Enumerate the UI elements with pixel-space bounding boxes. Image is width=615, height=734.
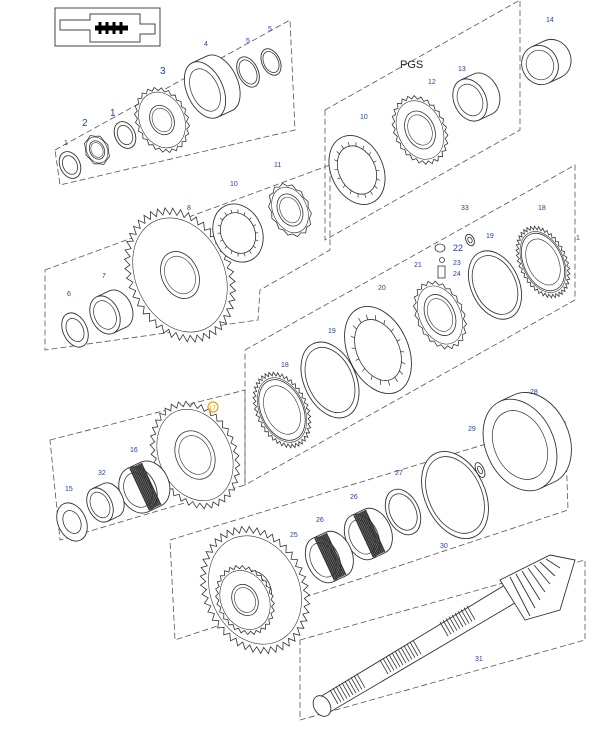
callout-12[interactable]: 12	[428, 79, 436, 86]
bushing-part-14	[521, 38, 572, 86]
callout-30[interactable]: 30	[440, 543, 448, 550]
callout-1[interactable]: 1	[64, 140, 68, 147]
callout-26[interactable]: 26	[316, 517, 324, 524]
callout-23[interactable]: 23	[453, 260, 461, 267]
ring-part-19b	[300, 341, 360, 419]
callout-18[interactable]: 18	[281, 362, 289, 369]
callout-27[interactable]: 27	[395, 470, 403, 477]
shim-part-5	[236, 56, 260, 88]
callout-20[interactable]: 20	[378, 285, 386, 292]
callout-18[interactable]: 18	[538, 205, 546, 212]
callout-17-highlight[interactable]: 17	[207, 401, 219, 413]
retaining-ring-part-1	[58, 151, 82, 179]
callout-7[interactable]: 7	[102, 273, 106, 280]
callout-29[interactable]: 29	[468, 426, 476, 433]
needle-bearing-part-26	[343, 507, 393, 561]
snap-ring-part-1	[113, 121, 137, 149]
gear-part-12	[391, 94, 449, 166]
callout-26[interactable]: 26	[350, 494, 358, 501]
callout-28[interactable]: 28	[530, 389, 538, 396]
snap-ring-part-30	[421, 450, 489, 540]
callout-8[interactable]: 8	[187, 205, 191, 212]
callout-25[interactable]: 25	[290, 532, 298, 539]
ring-part-19	[468, 250, 522, 320]
callout-33[interactable]: 33	[461, 205, 469, 212]
callout-3[interactable]: 3	[160, 66, 166, 77]
callout-16[interactable]: 16	[130, 447, 138, 454]
callout-4[interactable]: 4	[204, 41, 208, 48]
gear-part-3	[133, 86, 191, 154]
callout-17: 17	[209, 406, 216, 412]
callout-14[interactable]: 14	[546, 17, 554, 24]
bearing-part-13	[452, 72, 501, 122]
roller-bearing-part-28	[482, 391, 572, 492]
sync-body-part-10	[212, 203, 264, 263]
shim-part-5b	[260, 48, 282, 76]
synchro-ring-part-18b	[252, 371, 312, 449]
locator-thumbnail-icon[interactable]	[54, 7, 161, 47]
callout-15[interactable]: 15	[65, 486, 73, 493]
callout-11[interactable]: 11	[274, 162, 281, 169]
callout-10[interactable]: 10	[360, 114, 368, 121]
callout-5[interactable]: 5	[246, 38, 250, 45]
group-label-pgs: PGS	[400, 59, 423, 71]
callout-13[interactable]: 13	[458, 66, 466, 73]
callout-1[interactable]: 1	[576, 235, 580, 242]
bushing-part-32	[86, 482, 125, 523]
synchro-hub-part-21	[412, 280, 468, 350]
bushing-part-7	[89, 289, 134, 335]
callout-32[interactable]: 32	[98, 470, 106, 477]
callout-19[interactable]: 19	[486, 233, 494, 240]
callout-10[interactable]: 10	[230, 181, 238, 188]
thrust-washer-part-6	[61, 312, 89, 348]
ball-part-23	[439, 257, 445, 263]
callout-22[interactable]: 22	[453, 243, 463, 253]
coupling-part-11	[268, 182, 312, 238]
spring-part-24	[437, 265, 446, 279]
callout-31[interactable]: 31	[475, 656, 483, 663]
callout-5[interactable]: 5	[268, 26, 272, 33]
parts-layer	[56, 38, 576, 717]
shim-part-27	[384, 488, 422, 536]
thrust-washer-part-15	[56, 502, 88, 542]
lock-washer-part-2	[84, 135, 110, 165]
sleeve-part-20	[344, 305, 412, 395]
needle-bearing-part-16	[118, 460, 171, 514]
pinion-shaft-part-31	[312, 554, 576, 717]
callout-19[interactable]: 19	[328, 328, 336, 335]
ring-part-33	[465, 233, 475, 247]
gear-part-17	[149, 400, 241, 510]
sync-ring-part-10	[328, 135, 386, 205]
large-gear-part-8	[123, 206, 237, 344]
detent-part-22	[434, 243, 446, 253]
callout-labels: 1 2 1 3 4 5 5 14 13 12 10 11 10 8 7 6 33…	[64, 17, 580, 663]
callout-21[interactable]: 21	[414, 262, 422, 269]
callout-2[interactable]: 2	[82, 118, 88, 129]
synchro-ring-part-18	[515, 225, 571, 299]
cluster-gear-inner-part-25	[215, 564, 275, 636]
needle-bearing-part-26b	[304, 530, 354, 584]
callout-1[interactable]: 1	[110, 108, 116, 119]
callout-24[interactable]: 24	[453, 271, 461, 278]
callout-6[interactable]: 6	[67, 291, 71, 298]
bearing-part-4	[183, 54, 241, 119]
